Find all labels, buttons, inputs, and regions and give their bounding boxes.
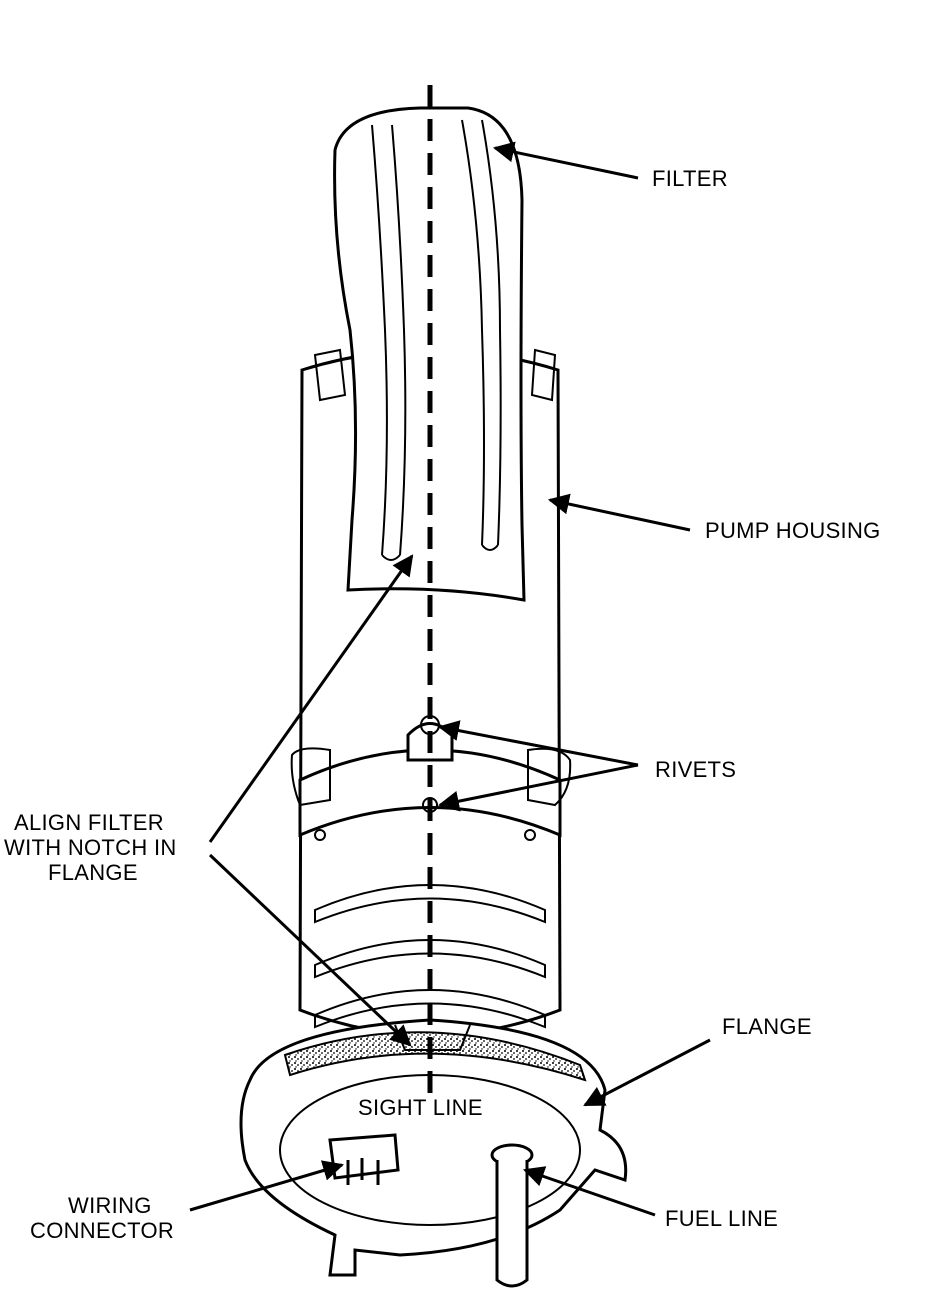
align-label-line3: FLANGE [48, 860, 138, 885]
filter-leader [492, 141, 639, 180]
rivets-leader-bottom [437, 763, 639, 812]
fuel-line-tube [490, 1143, 534, 1288]
filter-label: FILTER [652, 166, 728, 191]
wiring-label-line2: CONNECTOR [30, 1218, 174, 1243]
flange-label: FLANGE [722, 1014, 812, 1039]
rivets-leader-top [437, 720, 639, 767]
filter [333, 106, 526, 602]
pump-housing-leader [547, 493, 691, 532]
align-label-line1: ALIGN FILTER [14, 810, 164, 835]
rivets-label: RIVETS [655, 757, 736, 782]
wiring-leader [189, 1160, 345, 1212]
housing-slots [314, 884, 546, 1029]
align-leader-down [208, 853, 412, 1047]
pump-housing-label: PUMP HOUSING [705, 518, 881, 543]
sight-line-label: SIGHT LINE [358, 1095, 483, 1120]
wiring-label-line1: WIRING [68, 1193, 152, 1218]
align-leader-up [208, 554, 414, 843]
fuel-line-leader [523, 1166, 656, 1217]
flange [239, 1018, 628, 1277]
align-label-line2: WITH NOTCH IN [4, 835, 177, 860]
flange-leader [583, 1038, 711, 1107]
fuel-line-label: FUEL LINE [665, 1206, 778, 1231]
